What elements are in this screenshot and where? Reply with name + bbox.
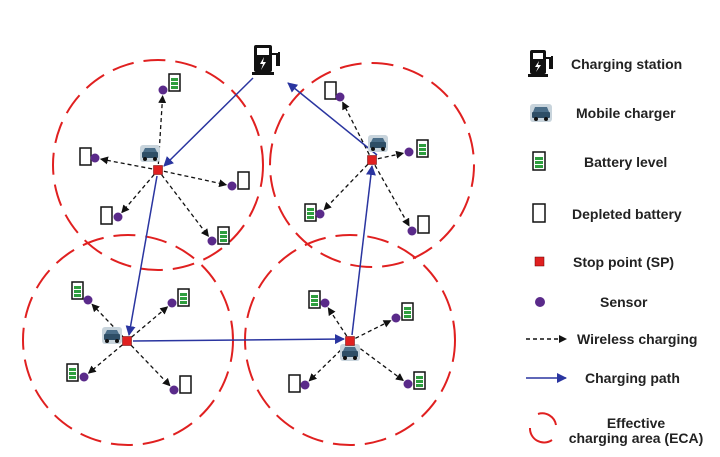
legend-stop-point-icon <box>534 256 545 267</box>
legend-label-eca-line2: charging area (ECA) <box>568 430 704 446</box>
legend-battery-level-icon <box>532 151 546 171</box>
sensor-node <box>83 295 93 305</box>
sensor-node <box>300 380 310 390</box>
charging-path <box>125 77 378 345</box>
wireless-charging-link <box>327 307 348 337</box>
charging-path-segment <box>132 334 345 345</box>
wireless-charging-link <box>323 163 369 211</box>
sensor-node <box>227 181 237 191</box>
sensor-node <box>320 298 330 308</box>
wireless-charging-link <box>87 344 123 374</box>
wireless-charging-link <box>131 306 169 338</box>
legend-depleted-battery-icon <box>532 203 546 223</box>
mobile-charger-icon <box>140 145 160 162</box>
wireless-charging-link <box>308 344 347 382</box>
battery-level-icon <box>71 281 84 300</box>
mobile-charger-icon <box>340 344 360 361</box>
legend-label-eca-line1: Effective <box>606 415 666 431</box>
depleted-battery-icon <box>100 206 113 225</box>
sensor-node <box>403 379 413 389</box>
depleted-battery-icon <box>237 171 250 190</box>
charging-station-icon <box>252 45 280 75</box>
wireless-charging-link <box>99 156 153 170</box>
depleted-battery-icon <box>324 81 337 100</box>
legend-label-mobile-charger: Mobile charger <box>576 105 676 121</box>
legend-label-wireless-charging: Wireless charging <box>577 331 698 347</box>
mobile-charger-icon <box>368 135 388 152</box>
sensor-node <box>207 236 217 246</box>
wireless-links <box>87 94 410 387</box>
legend-mobile-charger-icon <box>530 104 552 122</box>
legend-label-sensor: Sensor <box>600 294 648 310</box>
wireless-charging-link <box>355 320 392 339</box>
sensor-node <box>391 313 401 323</box>
depleted-battery-icon <box>417 215 430 234</box>
legend-label-stop-point: Stop point (SP) <box>573 254 675 270</box>
legend-label-eca: Effective charging area (ECA) <box>566 416 706 446</box>
wireless-charging-link <box>157 94 167 165</box>
sensor-node <box>335 92 345 102</box>
legend-charging-station-icon <box>528 50 553 77</box>
legend-icons <box>526 50 567 444</box>
wireless-charging-link <box>121 174 155 214</box>
charging-path-segment <box>163 77 254 167</box>
sensor-node <box>90 153 100 163</box>
sensor-node <box>158 85 168 95</box>
battery-level-icon <box>401 302 414 321</box>
legend-sensor-icon <box>535 297 545 307</box>
wireless-charging-link <box>354 344 404 382</box>
sensor-node <box>79 372 89 382</box>
nodes <box>66 45 430 395</box>
eca-circle-top-right <box>269 62 475 268</box>
eca-circle-top-left <box>52 59 264 271</box>
depleted-battery-icon <box>79 147 92 166</box>
stop-point <box>367 155 377 165</box>
charging-path-segment <box>125 175 158 336</box>
wireless-charging-link <box>163 170 228 188</box>
depleted-battery-icon <box>179 375 192 394</box>
battery-level-icon <box>304 203 317 222</box>
sensor-node <box>167 298 177 308</box>
sensor-node <box>407 226 417 236</box>
battery-level-icon <box>308 290 321 309</box>
stop-point <box>122 336 132 346</box>
legend-label-charging-path: Charging path <box>585 370 680 386</box>
wireless-charging-link <box>374 164 410 227</box>
legend-eca-icon <box>528 412 557 444</box>
legend-label-charging-station: Charging station <box>571 56 683 72</box>
wireless-charging-link <box>377 150 405 160</box>
wireless-charging-link <box>130 344 171 387</box>
battery-level-icon <box>168 73 181 92</box>
wireless-charging-link <box>161 174 209 238</box>
stop-point <box>345 336 355 346</box>
charging-path-segment <box>351 165 376 336</box>
charging-path-segment <box>287 82 378 156</box>
depleted-battery-icon <box>288 374 301 393</box>
sensor-node <box>113 212 123 222</box>
battery-level-icon <box>416 139 429 158</box>
battery-level-icon <box>413 371 426 390</box>
mobile-charger-icon <box>102 327 122 344</box>
sensor-node <box>404 147 414 157</box>
stop-point <box>153 165 163 175</box>
sensor-node <box>315 209 325 219</box>
wireless-charging-link <box>342 101 370 155</box>
battery-level-icon <box>177 288 190 307</box>
battery-level-icon <box>66 363 79 382</box>
legend-label-battery-level: Battery level <box>584 154 668 170</box>
battery-level-icon <box>217 226 230 245</box>
sensor-node <box>169 385 179 395</box>
legend-label-depleted-battery: Depleted battery <box>572 206 682 222</box>
